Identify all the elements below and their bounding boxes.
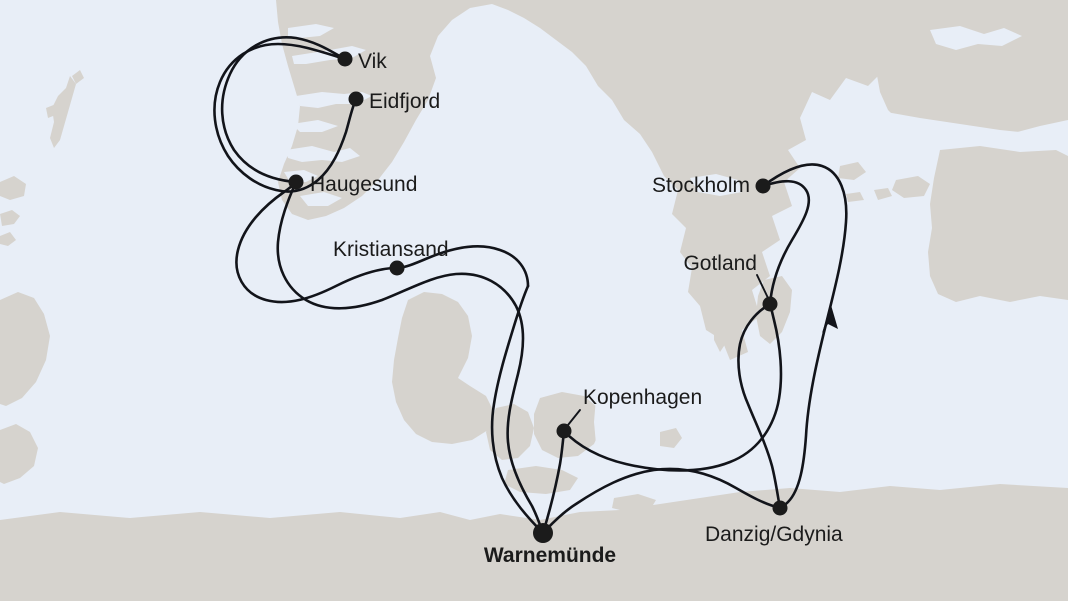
port-marker-stockholm[interactable] [755, 178, 771, 194]
port-label-kopenhagen: Kopenhagen [583, 386, 702, 409]
port-label-stockholm: Stockholm [652, 174, 750, 197]
port-marker-vik[interactable] [337, 51, 353, 67]
port-marker-kristiansand[interactable] [389, 260, 405, 276]
land-england [0, 424, 38, 484]
fjord-inlet-north [288, 24, 334, 38]
finland-lakes [930, 26, 1022, 50]
port-marker-danzig-gdynia[interactable] [772, 500, 788, 516]
land-shetland-isle-2 [72, 70, 84, 84]
route-warnemuende-to-kopenhagen [541, 429, 566, 535]
route-gotland-to-stockholm [761, 179, 811, 306]
port-marker-haugesund[interactable] [288, 174, 304, 190]
fjord-inlet-stavanger [292, 120, 338, 132]
route-haugesund-to-vik [220, 36, 347, 184]
land-jutland [392, 292, 494, 444]
port-label-eidfjord: Eidfjord [369, 90, 440, 113]
port-label-kristiansand: Kristiansand [333, 238, 449, 261]
port-markers [288, 51, 788, 543]
route-kopenhagen-to-gotland [562, 302, 783, 472]
land-scotland-north [0, 176, 26, 200]
route-vik-to-eidfjord [213, 42, 358, 193]
route-kattegat-to-kristiansand [395, 244, 530, 288]
port-label-haugesund: Haugesund [310, 173, 417, 196]
port-label-warnemuende: Warnemünde [484, 544, 616, 567]
cruise-route-lines [213, 36, 848, 535]
land-oland [714, 296, 732, 352]
lake-malaren [690, 174, 742, 196]
route-return-haugesund-south [276, 180, 545, 535]
land-scotland [0, 292, 50, 406]
land-orkney [0, 232, 16, 246]
land-shetland [50, 76, 76, 148]
port-leader-lines [567, 274, 769, 426]
lake-vattern [634, 280, 662, 332]
port-marker-warnemuende[interactable] [533, 523, 553, 543]
land-germany-poland [0, 484, 1068, 601]
leader-line-gotland [756, 274, 769, 299]
port-marker-eidfjord[interactable] [348, 91, 364, 107]
land-archipelago-2 [846, 192, 864, 202]
land-shetland-isle-3 [46, 104, 58, 118]
land-finland [874, 0, 1068, 134]
land-bornholm [660, 428, 682, 448]
gulf-of-finland [886, 112, 1068, 152]
land-hebrides [0, 210, 20, 226]
fjord-inlet-south [300, 192, 342, 206]
land-ruegen [612, 494, 656, 512]
land-baltic-states [928, 146, 1068, 302]
route-danzig-to-warnemuende [541, 467, 782, 535]
port-label-danzig-gdynia: Danzig/Gdynia [705, 523, 843, 546]
port-label-gotland: Gotland [683, 252, 757, 275]
land-fyn [486, 404, 534, 460]
lake-vanern [558, 250, 622, 300]
land-saaremaa [892, 176, 930, 198]
oresund-strait [594, 394, 616, 450]
land-archipelago-1 [874, 188, 892, 200]
skagerrak-oslofjord [418, 150, 502, 266]
leader-line-kopenhagen [567, 409, 581, 426]
direction-of-travel-arrow [822, 305, 838, 333]
land-aland [838, 162, 866, 180]
port-label-vik: Vik [358, 50, 387, 73]
land-scandinavia [276, 0, 1068, 360]
route-gotland-southwest-connector [737, 302, 782, 510]
fjord-boknafjord [286, 146, 360, 162]
port-marker-kopenhagen[interactable] [556, 423, 572, 439]
port-labels: Vik Eidfjord Haugesund Kristiansand Stoc… [310, 50, 843, 567]
port-marker-gotland[interactable] [762, 296, 778, 312]
